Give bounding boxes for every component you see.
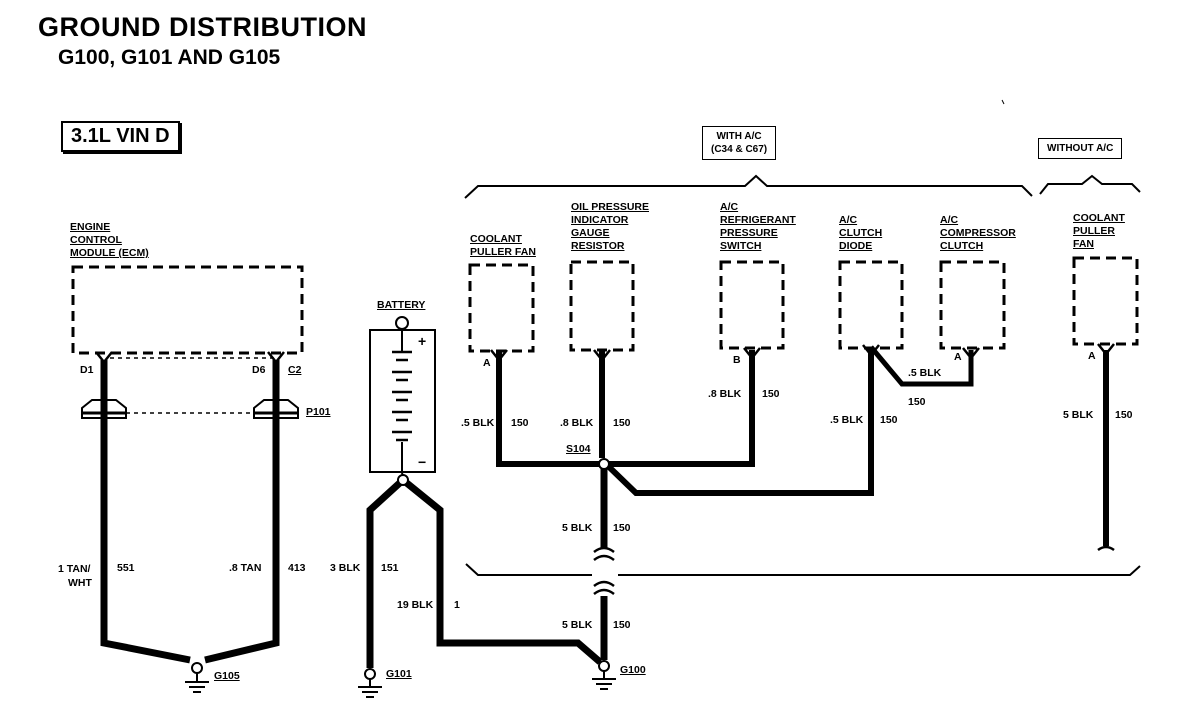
wire-trunk-upper-circuit: 150: [613, 522, 631, 534]
wire-batt-g100-circuit: 1: [454, 599, 460, 611]
g101-eyelet: [364, 668, 376, 680]
ecm-label-line: MODULE (ECM): [70, 247, 149, 259]
p101-connector-left: [81, 399, 127, 419]
pin-a-fan: A: [483, 357, 491, 369]
pin-d6: D6: [252, 364, 266, 376]
wire-batt-g100-size: 19 BLK: [397, 599, 434, 611]
pin-c2: C2: [288, 364, 302, 376]
wire-ecm-d6-size: .8 TAN: [229, 562, 262, 574]
wire-size-line: WHT: [68, 577, 92, 589]
ac-refrig-label-line: A/C: [720, 201, 739, 213]
g105-eyelet: [191, 662, 203, 674]
wire-diode-circuit: 150: [880, 414, 898, 426]
ac-diode-label: A/C CLUTCH DIODE: [839, 214, 882, 253]
battery-label: BATTERY: [377, 299, 426, 311]
ac-compressor-label-line: A/C: [940, 214, 959, 226]
battery-pos-sign: +: [418, 333, 427, 349]
ecm-label: ENGINE CONTROL MODULE (ECM): [70, 221, 149, 260]
wire-oil-circuit: 150: [613, 417, 631, 429]
pin-a-comp: A: [954, 351, 962, 363]
coolant-fan-box: [468, 263, 535, 353]
without-ac-brace: [1039, 174, 1141, 195]
oil-pressure-label-line: INDICATOR: [571, 214, 629, 226]
coolant-fan-noac-box: [1072, 256, 1139, 346]
wire-comp-circuit: 150: [908, 396, 926, 408]
wire-ecm-d1-circuit: 551: [117, 562, 135, 574]
wire-batt-g101-circuit: 151: [381, 562, 399, 574]
wire-fan-size: .5 BLK: [461, 417, 495, 429]
wire-fan-circuit: 150: [511, 417, 529, 429]
ecm-box: [71, 265, 304, 355]
oil-pressure-label-line: RESISTOR: [571, 240, 625, 252]
coolant-fan-noac-label-line: COOLANT: [1073, 212, 1125, 224]
coolant-fan-noac-label-line: FAN: [1073, 238, 1094, 250]
wire-ecm-d6-circuit: 413: [288, 562, 306, 574]
ac-compressor-label-line: CLUTCH: [940, 240, 984, 252]
wire-batt-g101-size: 3 BLK: [330, 562, 361, 574]
with-ac-brace: [464, 174, 1033, 199]
diagram-subtitle: G100, G101 AND G105: [58, 46, 281, 69]
pin-d1: D1: [80, 364, 94, 376]
oil-pressure-label-line: GAUGE: [571, 227, 610, 239]
wire-trunk-lower-size: 5 BLK: [562, 619, 593, 631]
s104-splice: [598, 458, 610, 470]
oil-pressure-box: [569, 260, 635, 352]
oil-pressure-label: OIL PRESSURE INDICATOR GAUGE RESISTOR: [571, 201, 649, 253]
ecm-label-line: ENGINE: [70, 221, 111, 233]
ac-diode-label-line: A/C: [839, 214, 858, 226]
with-ac-label: WITH A/C (C34 & C67): [702, 126, 777, 160]
g100-eyelet: [598, 660, 610, 672]
ac-refrig-label-line: SWITCH: [720, 240, 762, 252]
ecm-label-line: CONTROL: [70, 234, 122, 246]
ac-compressor-box: [939, 260, 1006, 350]
wire-trunk-lower-circuit: 150: [613, 619, 631, 631]
wire-comp-size: .5 BLK: [908, 367, 942, 379]
wire-fan-noac-circuit: 150: [1115, 409, 1133, 421]
ac-compressor-label-line: COMPRESSOR: [940, 227, 1016, 239]
coolant-fan-label-line: PULLER FAN: [470, 246, 536, 258]
with-ac-line2: (C34 & C67): [711, 144, 768, 155]
g105-label: G105: [214, 670, 240, 682]
wire-oil-size: .8 BLK: [560, 417, 594, 429]
ac-refrig-box: [719, 260, 785, 350]
ac-refrig-label-line: PRESSURE: [720, 227, 778, 239]
ac-diode-label-line: DIODE: [839, 240, 873, 252]
wire-refrig-circuit: 150: [762, 388, 780, 400]
coolant-fan-noac-label-line: PULLER: [1073, 225, 1115, 237]
ac-refrig-label-line: REFRIGERANT: [720, 214, 796, 226]
p101-connector-right: [253, 399, 299, 419]
g100-label: G100: [620, 664, 646, 676]
s104-label: S104: [566, 443, 591, 455]
wire-fan-noac-size: 5 BLK: [1063, 409, 1094, 421]
g101-label: G101: [386, 668, 412, 680]
coolant-fan-noac-label: COOLANT PULLER FAN: [1073, 212, 1125, 251]
ac-diode-label-line: CLUTCH: [839, 227, 883, 239]
pin-b-refrig: B: [733, 354, 741, 366]
battery-neg-sign: −: [418, 454, 427, 470]
wire-ecm-d1-size: 1 TAN/ WHT: [58, 562, 92, 590]
battery-neg-terminal: [397, 474, 409, 486]
with-ac-line1: WITH A/C: [716, 131, 762, 142]
coolant-fan-label: COOLANT PULLER FAN: [470, 233, 536, 259]
oil-pressure-label-line: OIL PRESSURE: [571, 201, 649, 213]
ac-diode-box: [838, 260, 904, 350]
pin-a-fan-noac: A: [1088, 350, 1096, 362]
ac-compressor-label: A/C COMPRESSOR CLUTCH: [940, 214, 1016, 253]
ac-refrig-label: A/C REFRIGERANT PRESSURE SWITCH: [720, 201, 796, 253]
wire-diode-size: .5 BLK: [830, 414, 864, 426]
engine-label: 3.1L VIN D: [61, 121, 180, 152]
p101-label: P101: [306, 406, 331, 418]
without-ac-label: WITHOUT A/C: [1038, 138, 1123, 159]
wire-refrig-size: .8 BLK: [708, 388, 742, 400]
wire-trunk-upper-size: 5 BLK: [562, 522, 593, 534]
diagram-title: GROUND DISTRIBUTION: [38, 12, 367, 42]
wire-size-line: 1 TAN/: [58, 563, 91, 575]
bottom-bracket: [465, 563, 1141, 576]
coolant-fan-label-line: COOLANT: [470, 233, 522, 245]
